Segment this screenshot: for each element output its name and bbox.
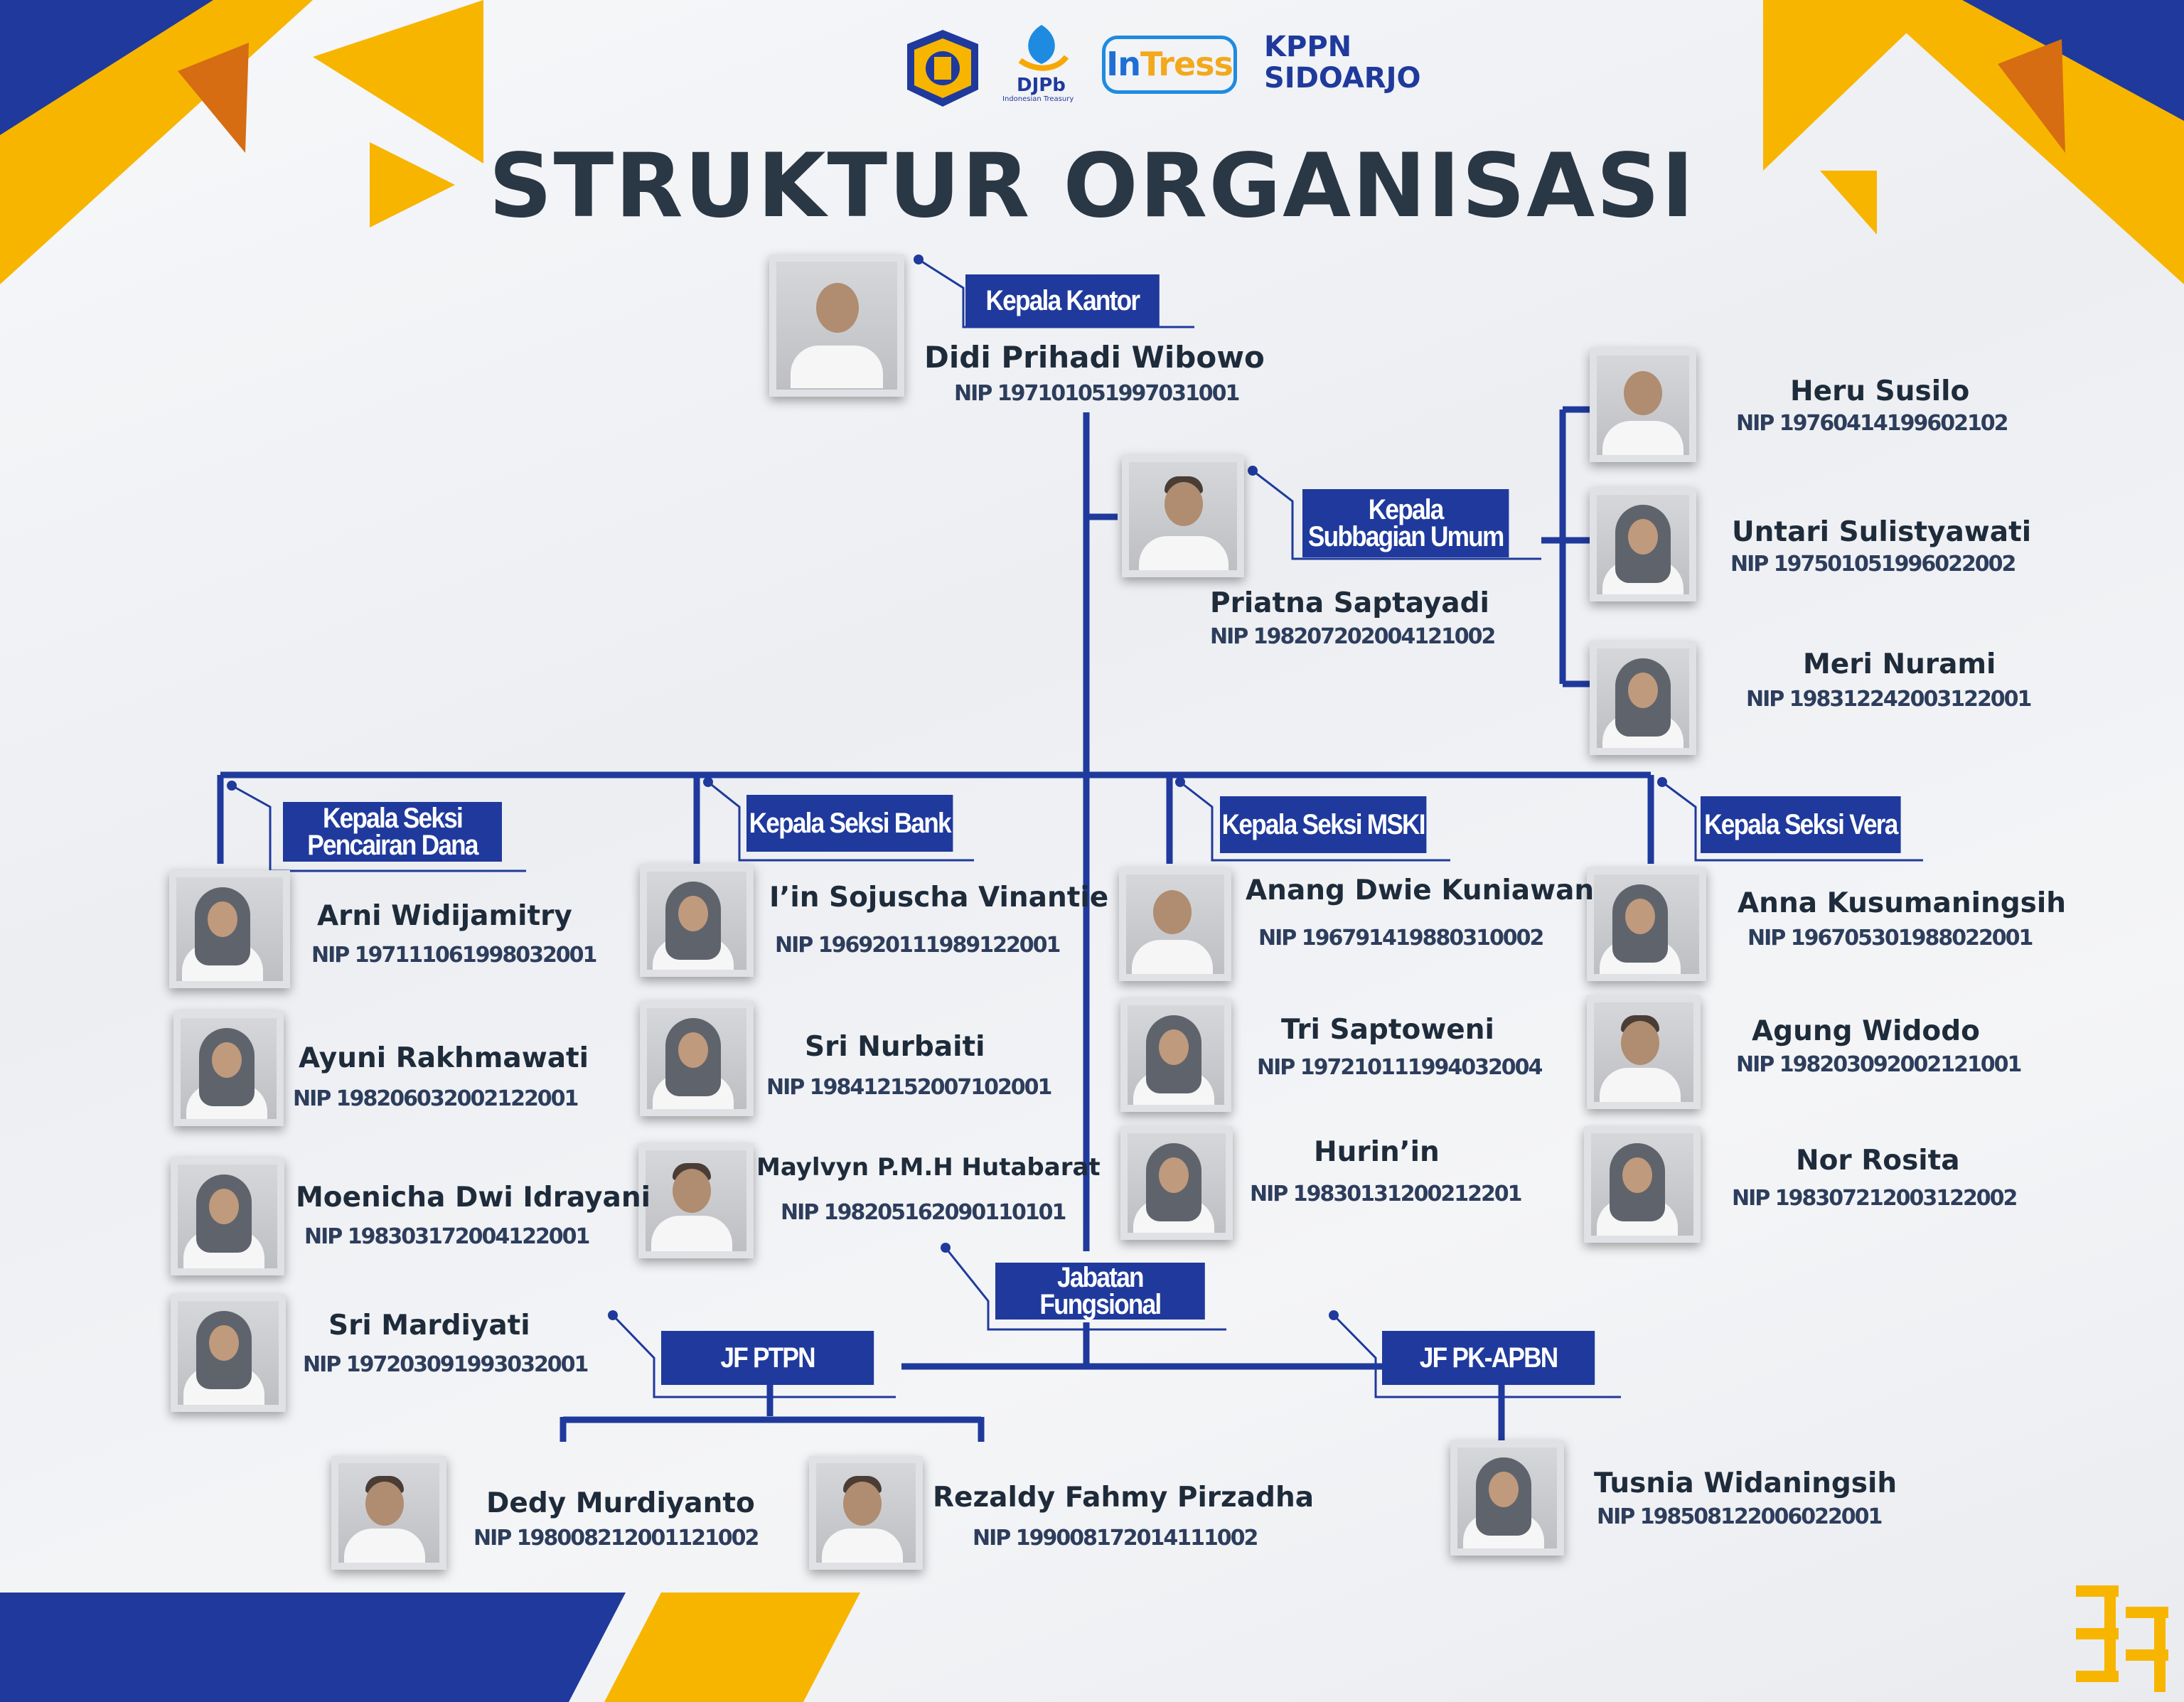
photo-untari [1590,488,1696,601]
label-text: Kepala Seksi Vera [1704,809,1898,840]
photo-sri-nurbaiti [640,1001,754,1116]
nip-moenicha: NIP 198303172004122001 [304,1224,590,1249]
photo-rezaldy [809,1456,923,1570]
name-untari: Untari Sulistyawati [1732,516,2032,548]
logo-bar: DJPb Indonesian Treasury InTress KPPN SI… [896,21,1436,114]
name-sri-mardiyati: Sri Mardiyati [328,1310,530,1342]
nip-tri: NIP 197210111994032004 [1257,1055,1543,1080]
nip-arni: NIP 197111061998032001 [311,943,597,968]
name-ayuni: Ayuni Rakhmawati [299,1042,589,1074]
nip-iin: NIP 196920111989122001 [775,933,1061,958]
photo-heru-susilo [1590,348,1696,462]
nip-untari: NIP 197501051996022002 [1730,552,2016,577]
photo-moenicha [171,1157,284,1275]
name-hurinin: Hurin’in [1314,1136,1440,1168]
intress-logo-b: Tress [1140,45,1233,83]
label-kepala-seksi-mski: Kepala Seksi MSKI [1220,796,1427,853]
photo-kepala-kantor [769,255,904,397]
nip-sri-mardiyati: NIP 197203091993032001 [303,1352,589,1377]
label-text: Pencairan Dana [307,830,478,861]
name-tri: Tri Saptoweni [1281,1014,1494,1046]
nip-anna: NIP 196705301988022001 [1747,926,2033,951]
name-kepala-kantor: Didi Prihadi Wibowo [924,340,1265,375]
name-agung: Agung Widodo [1752,1015,1980,1047]
intress-logo-a: In [1106,45,1141,83]
name-arni: Arni Widijamitry [317,900,572,932]
label-text: Kepala Kantor [985,285,1141,316]
label-kepala-seksi-bank: Kepala Seksi Bank [746,795,953,852]
label-text: JF PTPN [720,1342,815,1374]
name-subbagian: Priatna Saptayadi [1210,587,1489,619]
name-sri-nurbaiti: Sri Nurbaiti [805,1031,985,1063]
photo-dedy [331,1456,446,1570]
djpb-logo-text: DJPb [1017,75,1066,96]
photo-tri [1120,998,1231,1112]
name-anang: Anang Dwie Kuniawan [1246,874,1595,906]
photo-arni [169,870,290,988]
photo-iin [640,865,754,977]
label-kepala-seksi-vera: Kepala Seksi Vera [1701,796,1901,853]
nip-tusnia: NIP 198508122006022001 [1597,1504,1883,1529]
nip-nor-rosita: NIP 198307212003122002 [1732,1186,2018,1211]
nip-anang: NIP 196791419880310002 [1258,926,1544,951]
name-iin: I’in Sojuscha Vinantie [769,882,1109,914]
nip-hurinin: NIP 19830131200212201 [1250,1182,1523,1206]
djpb-swirl-icon [1018,25,1069,71]
djpb-logo-subtext: Indonesian Treasury [1002,95,1074,103]
photo-ayuni [173,1011,284,1126]
label-jabatan-fungsional: Jabatan Fungsional [995,1263,1205,1320]
label-text: Jabatan Fungsional [1039,1262,1162,1320]
name-maylvyn: Maylvyn P.M.H Hutabarat [756,1153,1101,1182]
label-text: Subbagian Umum [1307,521,1504,552]
name-tusnia: Tusnia Widaningsih [1594,1467,1897,1499]
photo-tusnia [1450,1440,1564,1556]
name-moenicha: Moenicha Dwi Idrayani [296,1182,651,1214]
kemenkeu-emblem-icon [907,30,978,107]
label-kepala-kantor: Kepala Kantor [965,274,1160,327]
kppn-logo-line2: SIDOARJO [1264,62,1421,95]
name-rezaldy: Rezaldy Fahmy Pirzadha [933,1482,1315,1514]
kppn-logo-line1: KPPN [1264,31,1352,63]
name-heru: Heru Susilo [1790,375,1970,407]
nip-agung: NIP 198203092002121001 [1736,1052,2022,1077]
label-text: Kepala Seksi Bank [749,808,952,839]
photo-anang [1119,867,1231,981]
nip-ayuni: NIP 198206032002122001 [293,1086,579,1111]
nip-sri-nurbaiti: NIP 198412152007102001 [766,1075,1052,1100]
nip-heru: NIP 19760414199602102 [1736,411,2009,436]
label-text: Kepala Seksi [322,803,464,834]
photo-nor-rosita [1584,1126,1701,1243]
nip-dedy: NIP 198008212001121002 [473,1526,759,1551]
nip-rezaldy: NIP 199008172014111002 [973,1526,1258,1551]
photo-hurinin [1120,1126,1233,1240]
label-text: Kepala Seksi MSKI [1221,809,1426,840]
photo-sri-mardiyati [171,1294,286,1412]
label-text: JF PK-APBN [1419,1342,1558,1374]
nip-subbagian: NIP 198207202004121002 [1210,624,1496,649]
name-dedy: Dedy Murdiyanto [486,1487,755,1519]
nip-maylvyn: NIP 198205162090110101 [781,1200,1066,1225]
photo-anna [1587,867,1706,981]
photo-maylvyn [638,1143,754,1258]
photo-subbagian [1122,455,1244,577]
name-meri: Meri Nurami [1803,648,1996,680]
name-anna: Anna Kusumaningsih [1738,887,2067,919]
label-text: Kepala [1368,494,1445,525]
photo-agung [1587,995,1701,1109]
intress-logo: InTress [1102,36,1237,94]
label-jf-pk-apbn: JF PK-APBN [1382,1331,1595,1385]
label-jf-ptpn: JF PTPN [661,1331,874,1385]
name-nor-rosita: Nor Rosita [1796,1145,1960,1177]
nip-kepala-kantor: NIP 197101051997031001 [954,381,1240,406]
nip-meri: NIP 198312242003122001 [1746,687,2032,712]
photo-meri [1590,641,1696,755]
page-title: STRUKTUR ORGANISASI [488,135,1696,237]
